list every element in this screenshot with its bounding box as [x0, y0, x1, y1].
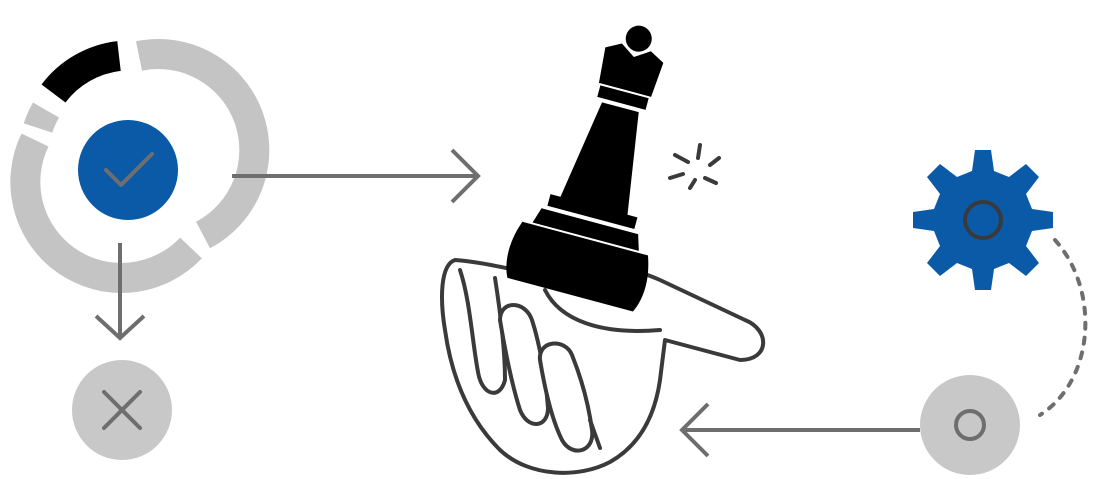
- gear-icon: [913, 150, 1053, 290]
- circle-node: [920, 375, 1020, 475]
- dotted-connector: [1040, 240, 1085, 415]
- left-arrow: [682, 404, 920, 456]
- cancel-badge: [72, 360, 172, 460]
- ring-segment-complete: [54, 56, 120, 94]
- sparkle-icon: [670, 145, 719, 188]
- progress-ring: [25, 54, 254, 278]
- status-circle: [78, 120, 178, 220]
- chess-queen-icon: [502, 8, 711, 313]
- ring-segment-left: [38, 110, 46, 128]
